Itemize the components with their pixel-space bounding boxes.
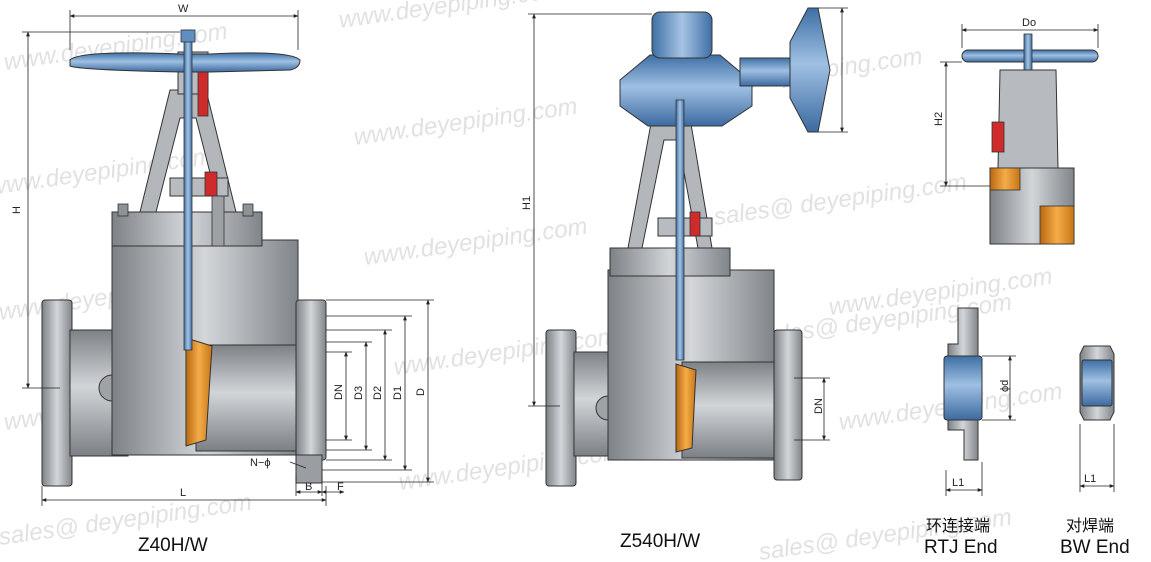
small-dimensions <box>940 24 1099 187</box>
z40-dim-dn: DN <box>333 384 345 400</box>
z540-stem <box>675 99 685 361</box>
z540-left-flange <box>545 329 577 487</box>
z40-valve <box>41 29 327 487</box>
z40-dim-l: L <box>180 487 186 499</box>
z540-dimension-labels: H1 DN <box>521 196 825 414</box>
rtj-caption-cn: 环连接端 <box>926 518 991 535</box>
bw-dimensions <box>1079 424 1115 492</box>
z540-packing <box>689 211 701 237</box>
small-dim-h2: H2 <box>933 112 945 126</box>
z40-dim-d1: D1 <box>392 386 404 400</box>
small-dimension-labels: Do H2 <box>933 17 1036 126</box>
z40-right-flange-neck <box>295 454 323 484</box>
z540-dim-dn: DN <box>813 398 825 414</box>
z540-gear-handwheel <box>789 7 831 133</box>
bw-end-bore <box>1081 359 1113 407</box>
z40-gland-bolt <box>211 195 225 247</box>
z40-dim-w: W <box>178 3 189 15</box>
rtj-dim-phi-d: ϕd <box>999 380 1011 392</box>
bw-end-detail <box>1079 345 1115 421</box>
watermark-site-5: www.deyepiping.com <box>362 213 589 271</box>
z540-bonnet-flange <box>609 247 731 277</box>
watermark-mail-2: sales@ deyepiping.com <box>0 489 254 551</box>
bw-caption-cn: 对焊端 <box>1066 518 1115 535</box>
z540-gearbox-body <box>619 54 753 127</box>
rtj-bore <box>943 355 983 421</box>
z40-dim-f: F <box>337 481 344 493</box>
z40-dimensions <box>22 10 434 506</box>
bw-dim-l1: L1 <box>1084 473 1096 485</box>
small-valve <box>961 33 1099 245</box>
z540-gearbox-shaft <box>739 57 797 87</box>
watermark-site-3: www.deyepiping.com <box>352 93 579 151</box>
rtj-end-detail <box>943 307 983 461</box>
z40-right-flange <box>295 299 327 461</box>
z540-gearbox-top <box>651 11 713 59</box>
z40-dim-d3: D3 <box>353 386 365 400</box>
small-dim-do: Do <box>1022 17 1036 29</box>
z40-dim-h: H <box>11 206 23 214</box>
z40-bolt-left <box>117 203 129 217</box>
z40-dim-d: D <box>415 388 427 396</box>
z540-valve <box>545 7 831 487</box>
z40-left-flange <box>41 299 73 487</box>
small-yoke <box>997 69 1059 169</box>
z40-packing <box>204 171 218 197</box>
z540-dimensions <box>528 7 848 441</box>
z40-dim-n-phi: N−ϕ <box>250 457 271 469</box>
z40-stem <box>183 29 193 351</box>
z540-seat <box>675 363 697 453</box>
z40-seat <box>185 337 213 447</box>
z40-caption: Z40H/W <box>138 535 208 556</box>
z540-dim-h1: H1 <box>521 196 533 210</box>
z40-dim-b: B <box>305 481 312 493</box>
small-seat-right <box>1039 205 1075 245</box>
rtj-dim-l1: L1 <box>952 477 964 489</box>
z540-caption: Z540H/W <box>620 531 701 552</box>
rtj-dimension-labels: ϕd L1 <box>952 380 1011 489</box>
watermark-site-1: www.deyepiping.com <box>337 0 564 34</box>
rtj-caption-en: RTJ End <box>924 537 998 558</box>
z40-bolt-right <box>242 203 254 217</box>
z40-gland <box>169 177 229 197</box>
watermark-mail-1: sales@ deyepiping.com <box>712 169 968 231</box>
bw-dimension-labels: L1 <box>1084 473 1096 485</box>
z40-dimension-labels: W H L DN D3 D2 D1 D N−ϕ B F <box>11 3 427 499</box>
small-seat-left <box>989 167 1021 191</box>
z40-dim-d2: D2 <box>372 386 384 400</box>
z540-gland <box>657 217 713 237</box>
bw-caption-en: BW End <box>1060 537 1130 558</box>
small-packing <box>991 121 1005 153</box>
z540-right-flange <box>773 329 803 481</box>
rtj-dimensions <box>945 355 1016 496</box>
z40-stem-top <box>180 29 196 43</box>
